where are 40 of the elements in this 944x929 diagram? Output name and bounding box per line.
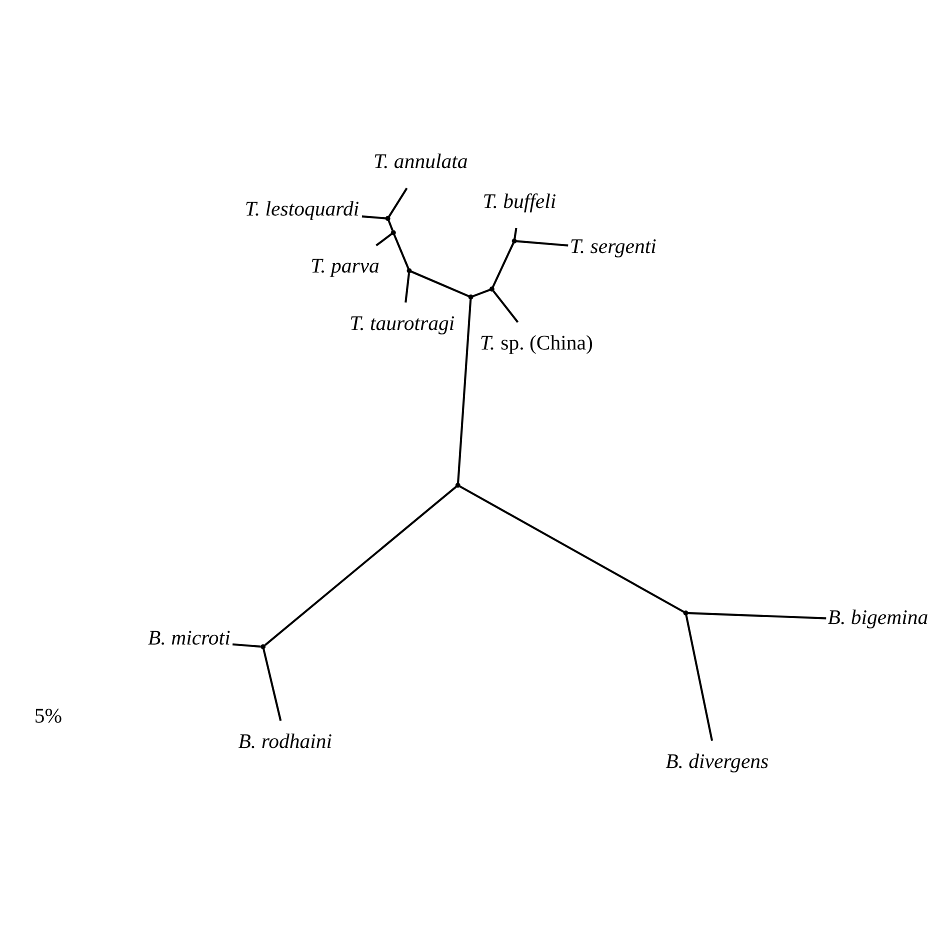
node-text: T. taurotragi [350,312,455,335]
node-text: T. annulata [374,150,468,174]
node-text: B. rodhaini [238,730,332,754]
connector [376,232,392,246]
connector [410,270,470,298]
node-point [260,644,266,650]
connector [232,643,261,648]
node-point [683,610,688,616]
node-point [468,294,474,300]
connector [685,614,714,741]
connector [388,188,408,218]
node-point [512,238,517,244]
connector [404,272,410,303]
connector [492,290,519,323]
connector [514,228,518,240]
node-text: B. microti [148,626,230,650]
node-point [455,482,460,488]
connector [459,485,685,613]
connector [516,240,568,246]
label: 5% [34,704,62,728]
connector [393,234,410,270]
node-point [385,216,390,221]
node-text: T. buffeli [482,190,556,214]
node-text: T. sergenti [570,234,656,258]
node-text: B. divergens [666,750,769,774]
node-point [489,286,494,292]
connector [472,288,490,298]
connector [492,242,514,288]
node-text: T. parva [310,254,380,278]
node-point [406,268,412,274]
connector [262,648,282,721]
connector [264,486,457,646]
node-text: T. sp. (China) [480,332,593,355]
connector [362,215,386,220]
node-text: T. lestoquardi [244,197,360,220]
connector [457,299,472,484]
connector [688,612,826,620]
node-point [390,230,396,236]
node-text: B. bigemina [828,606,928,629]
connector [388,220,394,231]
